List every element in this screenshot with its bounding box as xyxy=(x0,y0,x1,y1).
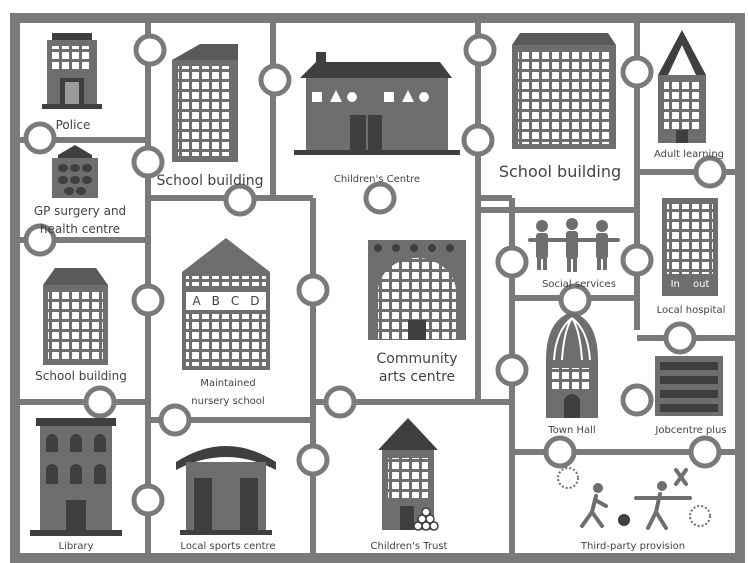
nursery-sign: A B C D xyxy=(187,293,265,309)
library-icon xyxy=(30,418,122,536)
door-label-out: out xyxy=(693,279,710,290)
sign-letter: D xyxy=(250,294,260,308)
third-party-icon xyxy=(557,467,711,530)
hospital-doors: In out xyxy=(664,276,716,294)
label-jobcentre-plus: Jobcentre plus xyxy=(655,425,727,436)
sports-centre-icon xyxy=(176,446,276,535)
school-building-icon xyxy=(43,268,108,365)
childrens-centre-icon xyxy=(294,52,460,155)
town-hall-icon xyxy=(546,312,598,418)
label-school-building-3: School building xyxy=(35,369,127,383)
label-town-hall: Town Hall xyxy=(548,425,596,436)
sign-letter: A xyxy=(192,294,201,308)
label-school-building-2: School building xyxy=(498,162,622,181)
school-building-icon xyxy=(172,44,238,162)
label-third-party: Third-party provision xyxy=(580,541,686,552)
sign-letter: C xyxy=(230,294,240,308)
gp-surgery-icon xyxy=(52,145,98,198)
label-childrens-trust: Children's Trust xyxy=(370,541,448,552)
social-services-icon xyxy=(528,218,620,272)
label-adult-learning: Adult learning xyxy=(653,149,725,160)
childrens-trust-icon xyxy=(378,418,439,531)
puzzle-knobs xyxy=(23,33,727,517)
door-label-in: In xyxy=(670,279,680,290)
label-sports-centre: Local sports centre xyxy=(180,541,276,552)
sign-letter: B xyxy=(211,294,220,308)
label-local-hospital: Local hospital xyxy=(656,305,726,316)
hospital-icon xyxy=(662,198,718,296)
label-social-services: Social services xyxy=(542,279,616,290)
label-library: Library xyxy=(58,541,94,552)
adult-learning-icon xyxy=(658,30,706,143)
police-station-icon xyxy=(42,33,102,109)
label-police: Police xyxy=(55,118,91,132)
label-childrens-centre: Children's Centre xyxy=(333,174,421,185)
label-school-building-1: School building xyxy=(156,173,264,189)
school-building-icon xyxy=(512,33,616,149)
nursery-school-icon xyxy=(182,238,270,370)
arts-centre-icon xyxy=(368,240,466,340)
jobcentre-icon xyxy=(655,356,723,416)
